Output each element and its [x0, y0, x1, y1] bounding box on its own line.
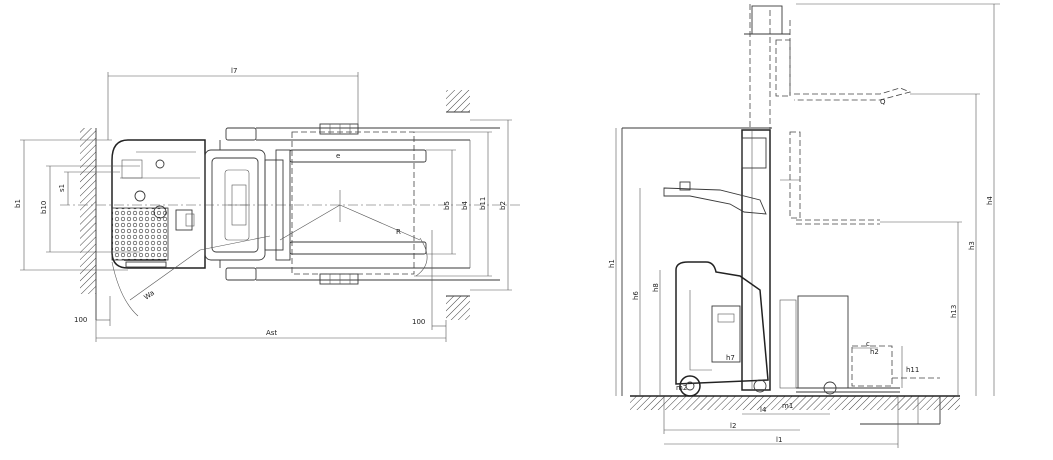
ground-hatch — [630, 396, 960, 410]
dim-b11: b11 — [479, 197, 487, 210]
dim-l1: l1 — [776, 436, 782, 444]
dim-wa: Wa — [143, 289, 156, 302]
load-backrest — [797, 295, 849, 389]
load-dashed — [851, 345, 893, 387]
dim-e: e — [336, 152, 340, 160]
dim-r: R — [396, 228, 401, 236]
wall-left-hatch — [80, 128, 96, 294]
dim-h1: h1 — [608, 259, 616, 268]
side-view-dimensions: h4 h3 h13 h1 h6 h8 h11 h2 Q — [608, 3, 1000, 448]
dim-h8: h8 — [652, 283, 660, 292]
steering-wheel — [153, 205, 167, 219]
wall-top-right-hatch — [446, 90, 470, 112]
dim-s1: s1 — [58, 184, 66, 192]
dim-h7: h7 — [726, 354, 735, 362]
dim-right-100: 100 — [412, 318, 425, 326]
dim-q: Q — [880, 98, 886, 106]
fork-bottom — [289, 241, 427, 255]
forks-mid-carriage — [789, 131, 801, 219]
dim-b4: b4 — [461, 201, 469, 210]
dim-h3: h3 — [968, 241, 976, 250]
drive-wheel — [679, 375, 701, 397]
load-outline-dashed — [291, 131, 415, 275]
top-view-dimensions: l7 b1 b10 s1 b5 b4 — [14, 67, 512, 342]
fork-top — [289, 149, 427, 163]
mast-head-extended — [751, 5, 783, 35]
dim-b2: b2 — [499, 201, 507, 210]
middle-wheel — [753, 379, 767, 393]
truck-body-side — [675, 261, 769, 385]
dim-m2: m2 — [676, 384, 687, 392]
dim-h4: h4 — [986, 196, 994, 205]
dim-l4: l4 — [760, 406, 767, 414]
dim-h11: h11 — [906, 366, 919, 374]
side-view: h4 h3 h13 h1 h6 h8 h11 h2 Q — [608, 3, 1000, 448]
outrigger-top — [225, 127, 257, 141]
forks-raised-top — [794, 87, 912, 101]
dim-c: c — [866, 340, 870, 348]
dim-m1: m1 — [782, 402, 793, 410]
dim-l2: l2 — [730, 422, 736, 430]
overhead-guard — [663, 187, 767, 215]
wall-bottom-right-hatch — [446, 296, 470, 320]
dim-h6: h6 — [632, 291, 640, 300]
dim-b1: b1 — [14, 199, 22, 208]
floor-plate-dotted — [111, 207, 169, 261]
dim-b5: b5 — [443, 201, 451, 210]
outrigger-bottom — [225, 267, 257, 281]
dim-h13: h13 — [950, 305, 958, 318]
dim-ast: Ast — [266, 329, 277, 337]
dim-b10: b10 — [40, 201, 48, 214]
dim-l7: l7 — [231, 67, 237, 75]
top-view: l7 b1 b10 s1 b5 b4 — [14, 67, 520, 342]
dim-h2: h2 — [870, 348, 879, 356]
dim-left-100: 100 — [74, 316, 87, 324]
